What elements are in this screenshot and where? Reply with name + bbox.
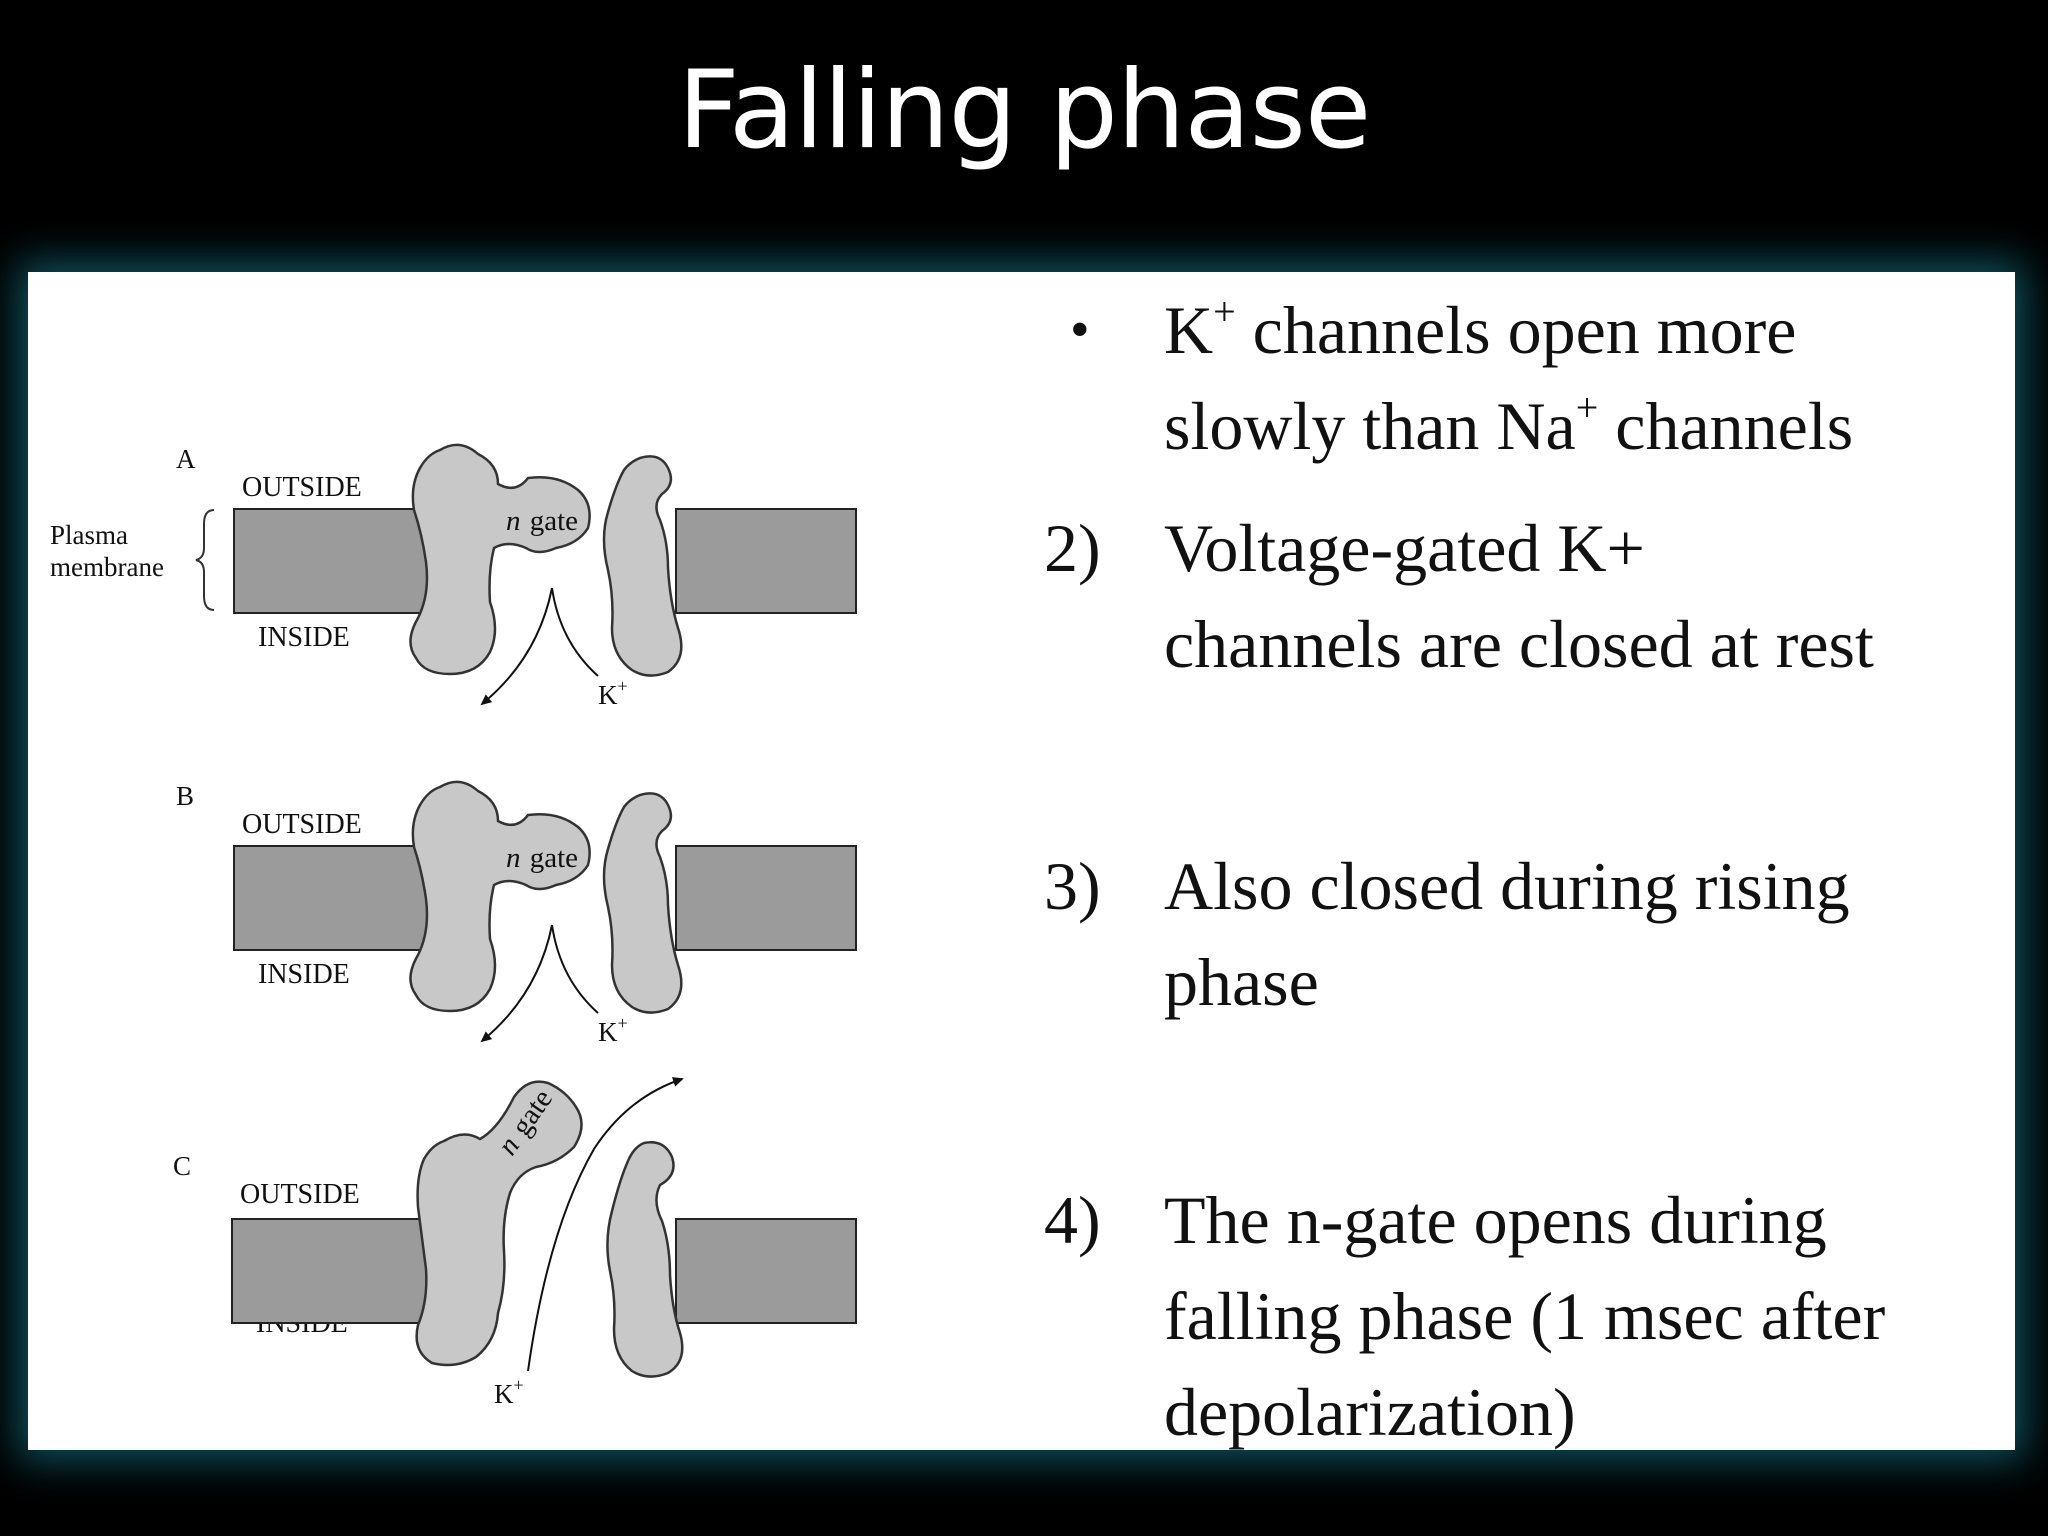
ion-path-line	[551, 924, 599, 1014]
channel-protein-right	[602, 792, 683, 1014]
slide-title: Falling phase	[677, 48, 1372, 173]
bullet-marker: •	[1070, 299, 1090, 361]
bullet-text: The n-gate opens during falling phase (1…	[1164, 1182, 1886, 1450]
panel-letter: A	[176, 444, 196, 474]
gate-label: n gate	[506, 503, 578, 537]
ion-efflux-arrow	[480, 924, 553, 1043]
outside-label: OUTSIDE	[242, 809, 362, 840]
channel-protein-left	[415, 1080, 583, 1367]
ion-efflux-arrow	[480, 587, 553, 706]
outside-label: OUTSIDE	[240, 1179, 360, 1210]
content-panel: Plasma membrane A OUTSIDE INSIDE n gate …	[28, 272, 2015, 1450]
membrane-right	[675, 1218, 857, 1324]
gate-label: n gate	[506, 840, 578, 874]
membrane-label-line2: membrane	[50, 552, 164, 582]
inside-label: INSIDE	[258, 959, 350, 990]
channel-diagram: Plasma membrane A OUTSIDE INSIDE n gate …	[50, 443, 857, 1409]
bullet-marker: 4)	[1044, 1182, 1101, 1258]
membrane-left	[233, 845, 455, 951]
channel-panel-c: C OUTSIDE INSIDE n gate K+	[173, 1077, 857, 1409]
ion-path-line	[551, 587, 599, 677]
ion-label: K+	[494, 1375, 524, 1409]
channel-panel-b: B OUTSIDE INSIDE n gate K+	[176, 780, 857, 1047]
channel-protein-right	[606, 1141, 684, 1378]
membrane-left	[233, 508, 455, 614]
panel-letter: C	[173, 1151, 191, 1181]
bullet-marker: 3)	[1044, 848, 1101, 924]
membrane-label-line1: Plasma	[50, 520, 128, 550]
channel-protein-left	[409, 780, 591, 1013]
bullet-text: K+ channels open more slowly than Na+ ch…	[1164, 289, 1854, 465]
membrane-right	[675, 508, 857, 614]
channel-protein-left	[409, 443, 591, 676]
outside-label: OUTSIDE	[242, 472, 362, 503]
channel-panel-a: A OUTSIDE INSIDE n gate K+	[176, 443, 857, 710]
channel-protein-right	[602, 455, 683, 677]
membrane-right	[675, 845, 857, 951]
panel-letter: B	[176, 781, 194, 811]
inside-label: INSIDE	[258, 622, 350, 653]
membrane-left	[231, 1218, 453, 1324]
ion-label: K+	[598, 676, 628, 710]
ion-label: K+	[598, 1013, 628, 1047]
bullet-text: Also closed during rising phase	[1164, 848, 1850, 1020]
membrane-brace	[195, 509, 215, 611]
bullet-marker: 2)	[1044, 510, 1101, 586]
ion-efflux-arrow	[527, 1077, 684, 1372]
bullet-text: Voltage-gated K+ channels are closed at …	[1164, 510, 1874, 682]
